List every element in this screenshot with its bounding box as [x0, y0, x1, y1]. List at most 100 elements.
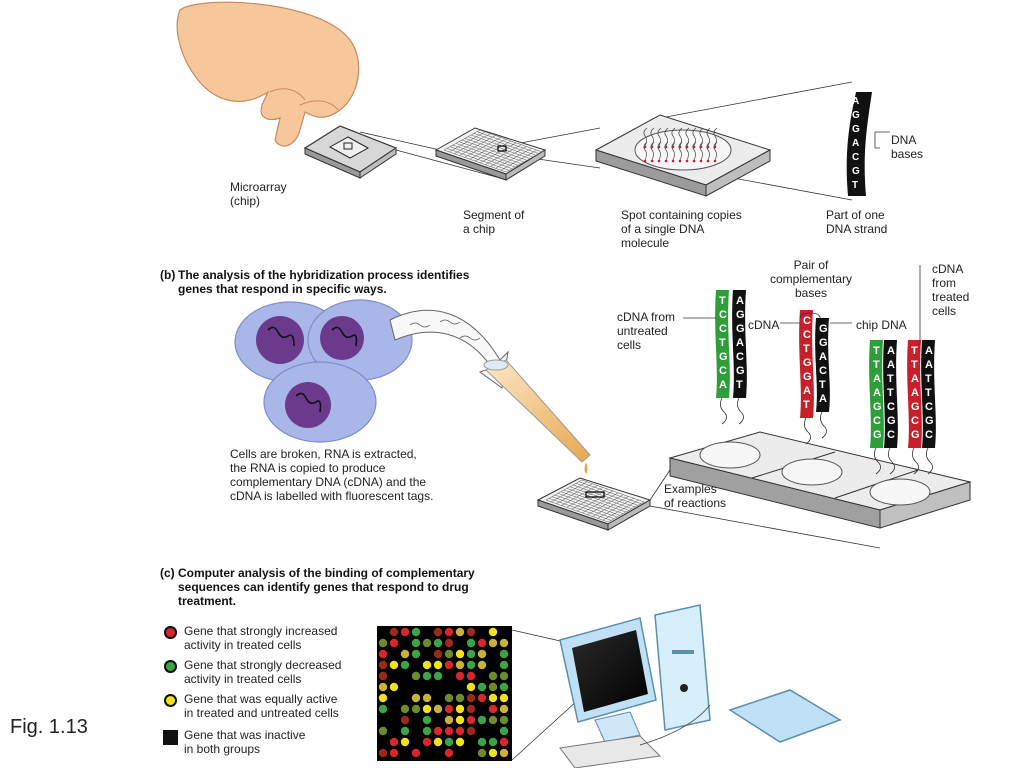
strand-b-base: T	[887, 373, 894, 385]
heading-c: Computer analysis of the binding of comp…	[178, 566, 475, 608]
heatmap-spot	[466, 715, 476, 725]
heatmap-spot	[389, 638, 399, 648]
strand-b-base: A	[819, 351, 827, 363]
strand-b-base: A	[819, 393, 827, 405]
heatmap-spot	[455, 693, 465, 703]
legend-black-text: Gene that was inactive in both groups	[184, 728, 306, 756]
heatmap-spot	[499, 649, 509, 659]
strand-b-base: C	[873, 415, 881, 427]
strand-b-base: G	[819, 337, 828, 349]
strand-b-base: T	[719, 295, 726, 307]
strand-b-base: A	[887, 359, 895, 371]
heatmap-spot	[422, 715, 432, 725]
cells-illustration	[234, 299, 413, 443]
heatmap-spot	[499, 682, 509, 692]
label-dna-bases: DNA bases	[891, 133, 924, 161]
legend-green-swatch	[164, 660, 177, 673]
heatmap-spot	[389, 748, 399, 758]
strand-b-base: C	[911, 415, 919, 427]
hand-illustration	[176, 1, 360, 147]
heatmap-spot	[466, 726, 476, 736]
strand-b-base: G	[736, 323, 745, 335]
legend-red-swatch	[164, 626, 177, 639]
heatmap-spot	[444, 649, 454, 659]
heatmap-spot	[433, 671, 443, 681]
heatmap-spot	[499, 671, 509, 681]
heatmap-spot	[455, 649, 465, 659]
heatmap-spot	[477, 660, 487, 670]
heatmap-spot	[411, 649, 421, 659]
label-dna-strand: Part of one DNA strand	[826, 208, 888, 236]
heatmap-spot	[411, 627, 421, 637]
strand-b-base: G	[911, 429, 920, 441]
heatmap-spot	[466, 638, 476, 648]
heatmap-spot	[400, 649, 410, 659]
chip-small-b	[536, 477, 652, 531]
strand-b-base: C	[925, 429, 933, 441]
strand-b-base: T	[925, 373, 932, 385]
heatmap-spot	[400, 715, 410, 725]
heatmap-spot	[433, 638, 443, 648]
strand-b-base: G	[819, 323, 828, 335]
heatmap-spot	[378, 704, 388, 714]
strand-b-base: G	[911, 401, 920, 413]
heatmap-spot	[389, 682, 399, 692]
strand-b-base: G	[873, 401, 882, 413]
legend-green-text: Gene that strongly decreased activity in…	[184, 658, 342, 686]
heatmap-spot	[378, 671, 388, 681]
heatmap-spot	[422, 726, 432, 736]
heatmap-spot	[488, 704, 498, 714]
heatmap-spot	[389, 627, 399, 637]
label-pair-bases: Pair of complementary bases	[770, 258, 853, 300]
heatmap-spot	[433, 704, 443, 714]
heatmap-spot	[455, 737, 465, 747]
heatmap-spot	[499, 737, 509, 747]
heatmap-spot	[455, 660, 465, 670]
heatmap-spot	[477, 638, 487, 648]
heatmap-spot	[499, 715, 509, 725]
heatmap-spot	[455, 726, 465, 736]
heatmap-spot	[466, 704, 476, 714]
legend-yellow-text: Gene that was equally active in treated …	[184, 692, 339, 720]
strand-b-base: T	[803, 343, 810, 355]
strand-a-base: G	[852, 124, 860, 135]
strand-b-base: A	[887, 345, 895, 357]
heatmap-spot	[477, 748, 487, 758]
strand-b-base: T	[925, 387, 932, 399]
heatmap-spot	[422, 704, 432, 714]
heatmap-spot	[499, 638, 509, 648]
strand-b-base: T	[736, 379, 743, 391]
strand-b-base: C	[887, 401, 895, 413]
heatmap-spot	[378, 693, 388, 703]
legend-black-swatch	[163, 730, 178, 745]
test-tube	[483, 359, 591, 474]
strand-b-base: C	[719, 365, 727, 377]
strand-b-base: T	[719, 337, 726, 349]
heatmap-spot	[444, 638, 454, 648]
microarray-chip	[303, 125, 398, 179]
heatmap-spot	[411, 704, 421, 714]
strand-b-base: T	[819, 379, 826, 391]
strand-b-base: T	[911, 359, 918, 371]
heatmap-spot	[411, 671, 421, 681]
legend-yellow-swatch	[164, 694, 177, 707]
strand-b-base: C	[925, 401, 933, 413]
heatmap-spot	[444, 748, 454, 758]
heatmap-spot	[466, 627, 476, 637]
heatmap-spot	[400, 726, 410, 736]
label-chip-dna: chip DNA	[856, 318, 907, 332]
strand-b-base: C	[803, 329, 811, 341]
heatmap-spot	[378, 748, 388, 758]
heatmap-spot	[444, 737, 454, 747]
heatmap-spot	[378, 726, 388, 736]
heatmap-spot	[400, 627, 410, 637]
heatmap-spot	[422, 660, 432, 670]
heatmap-spot	[411, 748, 421, 758]
heatmap-spot	[389, 660, 399, 670]
